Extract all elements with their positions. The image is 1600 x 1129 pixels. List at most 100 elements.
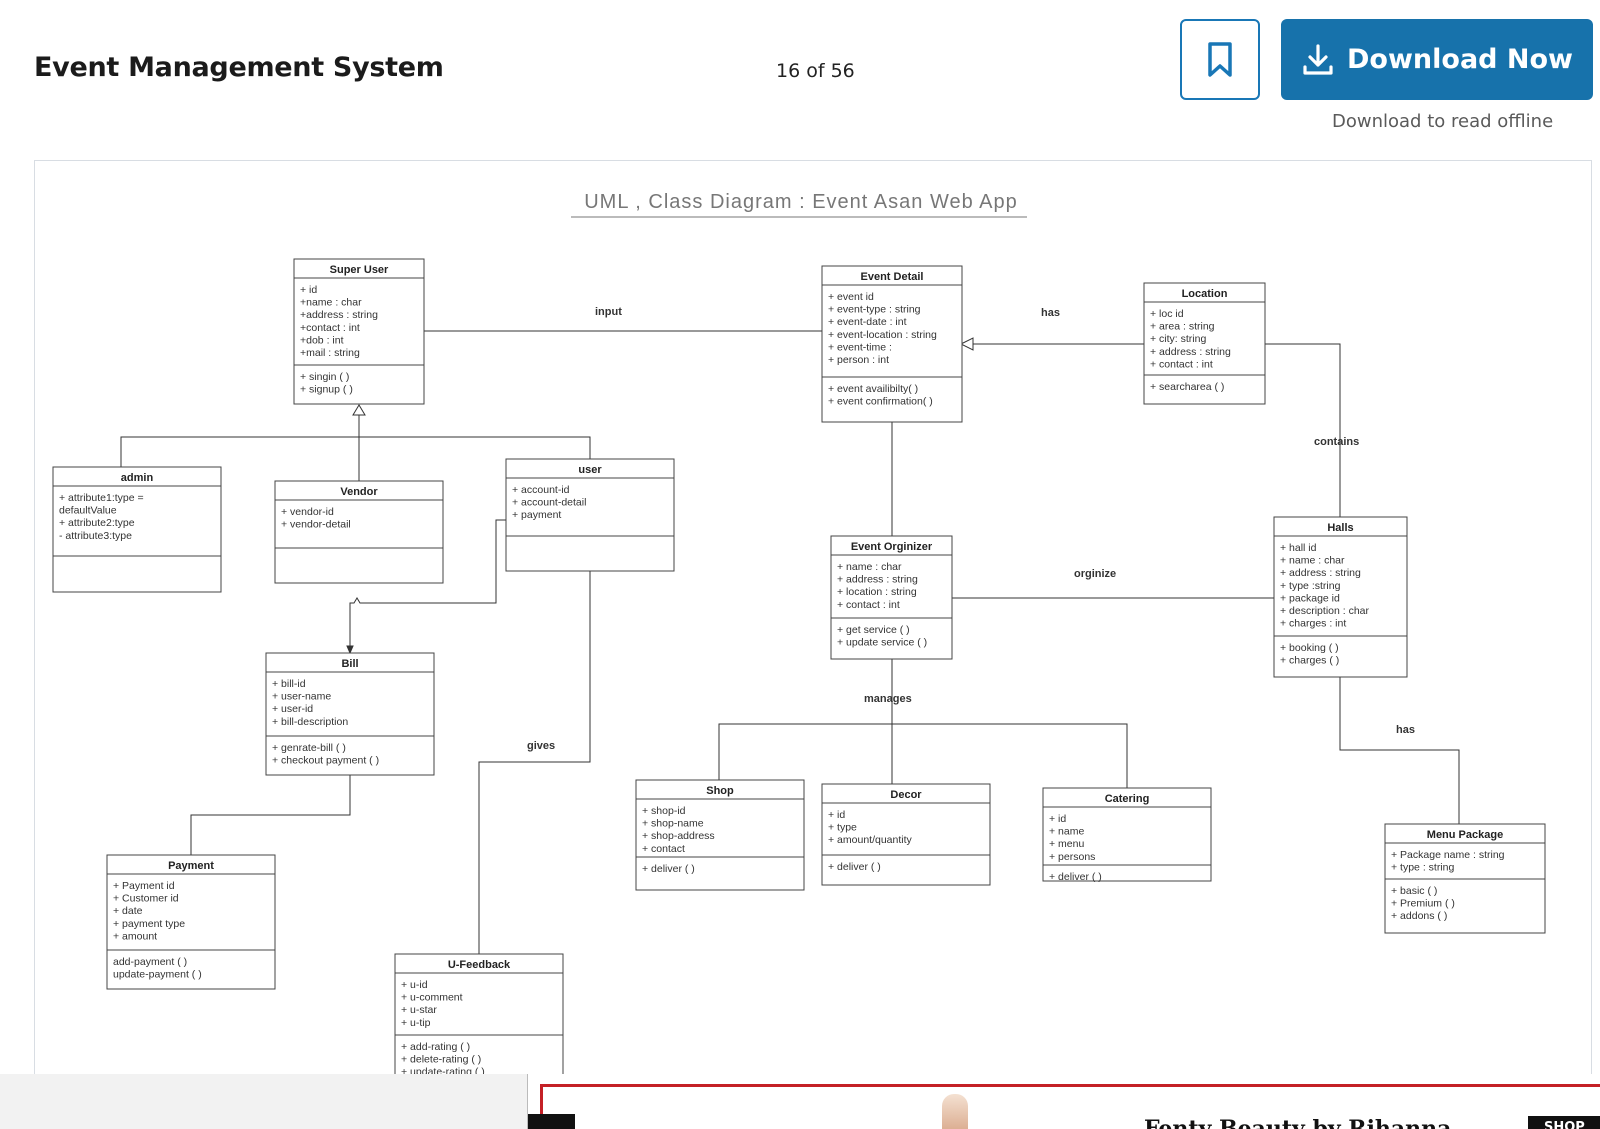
class-attribute: + id (1049, 813, 1066, 825)
class-method: + deliver ( ) (1049, 871, 1102, 883)
label-contains: contains (1314, 436, 1359, 448)
class-decor: Decor+ id+ type+ amount/quantity+ delive… (821, 783, 991, 886)
class-attribute: + description : char (1280, 605, 1370, 617)
class-name: Menu Package (1427, 829, 1503, 841)
class-attribute: + user-id (272, 703, 313, 715)
class-attribute: + id (300, 284, 317, 296)
class-method: + genrate-bill ( ) (272, 742, 346, 754)
class-attribute: + attribute1:type = (59, 492, 144, 504)
class-attribute: +address : string (300, 309, 378, 321)
class-attribute: + vendor-id (281, 506, 334, 518)
class-attribute: + event id (828, 291, 874, 303)
class-name: Super User (330, 264, 389, 276)
class-method: + basic ( ) (1391, 885, 1437, 897)
class-attribute: + shop-id (642, 805, 686, 817)
class-box (821, 265, 963, 423)
advertisement-banner[interactable]: Fenty Beauty by Rihanna SHOP (527, 1074, 1600, 1129)
class-attribute: + name : char (837, 561, 902, 573)
class-attribute: + Payment id (113, 880, 175, 892)
class-shop: Shop + shop-id+ shop-name+ shop-address + … (635, 779, 805, 891)
class-attribute: +contact : int (300, 322, 360, 334)
class-name: Location (1182, 288, 1228, 300)
class-attribute: + u-comment (401, 992, 463, 1004)
class-name: Bill (341, 658, 358, 670)
download-offline-link[interactable]: Download to read offline (1332, 111, 1554, 132)
class-attribute: + attribute2:type (59, 517, 135, 529)
document-title: Event Management System (34, 52, 444, 83)
class-box (394, 953, 564, 1087)
class-attribute: + type :string (1280, 580, 1341, 592)
class-method: + charges ( ) (1280, 655, 1339, 667)
download-icon (1303, 43, 1333, 75)
class-attribute: + shop-name (642, 818, 704, 830)
class-method: + get service ( ) (837, 624, 910, 636)
class-attribute: + event-time : (828, 341, 892, 353)
class-payment: Payment+ Payment id+ Customer id+ date+ … (106, 854, 276, 990)
connector-labels: input has contains orginize manages give… (527, 306, 1415, 752)
class-attribute: - attribute3:type (59, 530, 132, 542)
class-attribute: + address : string (1150, 346, 1231, 358)
class-method: + deliver ( ) (642, 863, 695, 875)
class-box (293, 258, 425, 405)
class-method: add-payment ( ) (113, 956, 187, 968)
class-name: Payment (168, 860, 214, 872)
ad-headline: Fenty Beauty by Rihanna (1144, 1116, 1452, 1129)
class-name: Halls (1327, 522, 1353, 534)
class-attribute: + contact : int (1150, 358, 1213, 370)
class-attribute: + charges : int (1280, 618, 1346, 630)
class-attribute: + contact : int (837, 599, 900, 611)
class-attribute: + bill-id (272, 678, 306, 690)
class-attribute: + type : string (1391, 862, 1454, 874)
class-organizer: Event Orginizer + name : char+ address : … (830, 535, 953, 660)
class-attribute: + event-type : string (828, 304, 921, 316)
class-method: + add-rating ( ) (401, 1041, 470, 1053)
class-attribute: + loc id (1150, 308, 1184, 320)
slide-viewer: UML , Class Diagram : Event Asan Web App (34, 160, 1592, 1120)
class-attribute: + location : string (837, 586, 917, 598)
ad-shop-button[interactable]: SHOP (1528, 1116, 1600, 1129)
class-attribute: +name : char (300, 297, 362, 309)
class-admin: admin + attribute1:type =defaultValue+ at… (52, 466, 222, 593)
class-method: + singin ( ) (300, 371, 349, 383)
class-vendor: Vendor+ vendor-id+ vendor-detail (274, 480, 444, 584)
class-attribute: + area : string (1150, 321, 1215, 333)
class-attribute: defaultValue (59, 505, 117, 517)
class-attribute: + persons (1049, 851, 1095, 863)
class-name: Shop (706, 785, 734, 797)
class-attribute: + menu (1049, 838, 1084, 850)
class-attribute: + address : string (837, 574, 918, 586)
class-name: Event Detail (861, 271, 924, 283)
class-box (1273, 516, 1408, 678)
class-method: + delete-rating ( ) (401, 1054, 481, 1066)
class-name: admin (121, 472, 154, 484)
class-attribute: + u-id (401, 979, 428, 991)
class-attribute: +dob : int (300, 334, 344, 346)
connectors (120, 330, 1460, 954)
class-user: user+ account-id+ account-detail+ paymen… (505, 458, 675, 572)
class-box (52, 466, 222, 593)
download-button-label: Download Now (1347, 44, 1573, 75)
class-attribute: + shop-address (642, 830, 715, 842)
ad-product-image (942, 1094, 968, 1129)
class-attribute: +mail : string (300, 347, 360, 359)
uml-class-diagram: UML , Class Diagram : Event Asan Web App (52, 191, 1546, 1087)
bookmark-button[interactable] (1180, 19, 1260, 100)
class-attribute: + amount (113, 930, 157, 942)
class-attribute: + payment type (113, 918, 185, 930)
class-attribute: + city: string (1150, 333, 1206, 345)
class-attribute: + type (828, 822, 857, 834)
class-method: + update service ( ) (837, 637, 927, 649)
class-attribute: + date (113, 905, 143, 917)
header-bar: Event Management System 16 of 56 Downloa… (0, 0, 1600, 150)
diagram-title: UML , Class Diagram : Event Asan Web App (584, 191, 1018, 213)
class-attribute: + package id (1280, 592, 1340, 604)
class-name: Event Orginizer (851, 541, 933, 553)
page-indicator: 16 of 56 (776, 60, 855, 82)
download-now-button[interactable]: Download Now (1281, 19, 1593, 100)
class-name: Decor (890, 789, 922, 801)
class-name: U-Feedback (448, 959, 511, 971)
class-bill: Bill+ bill-id+ user-name+ user-id+ bill-… (265, 652, 435, 776)
class-attribute: + bill-description (272, 716, 348, 728)
class-attribute: + u-tip (401, 1017, 431, 1029)
ad-close-tab[interactable] (528, 1114, 575, 1129)
